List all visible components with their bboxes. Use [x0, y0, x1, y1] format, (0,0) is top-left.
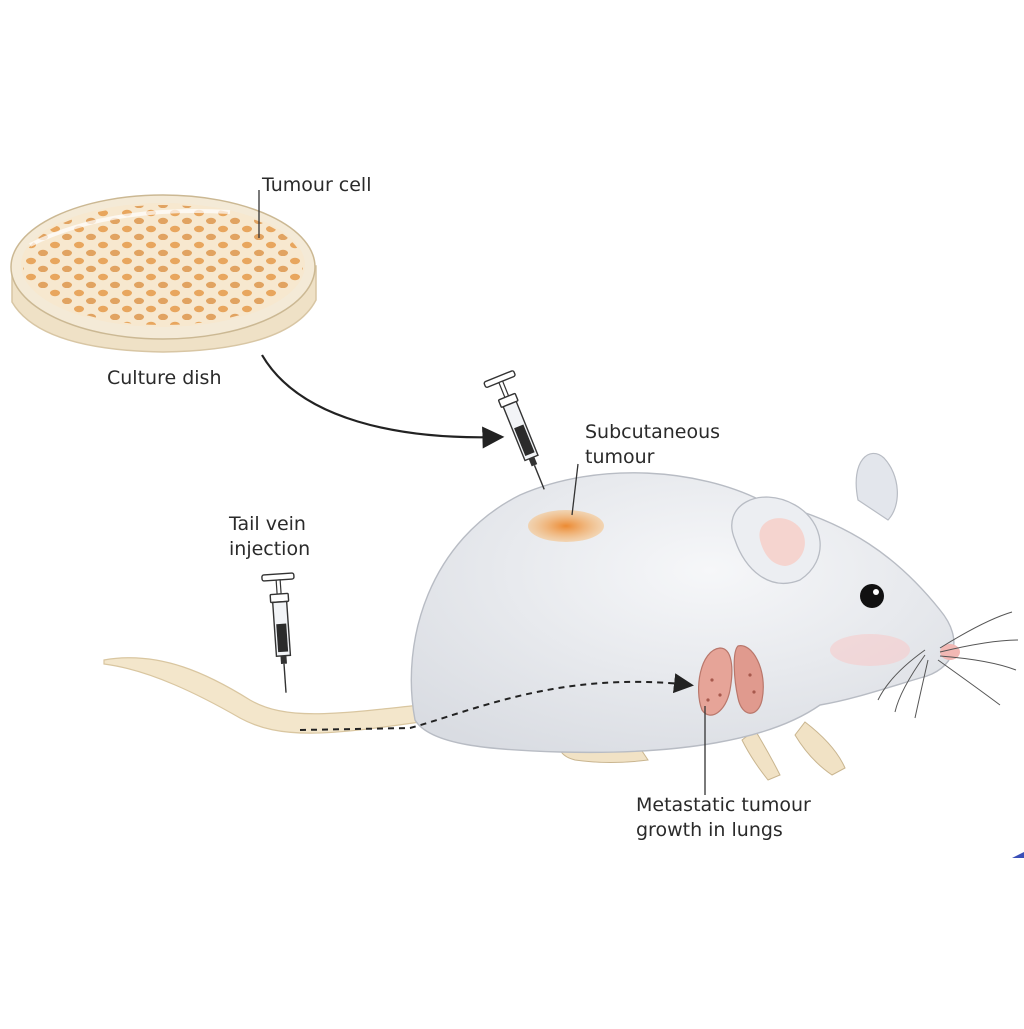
tail-vein-label-line1: Tail vein: [229, 513, 306, 535]
subcutaneous-tumour: [528, 510, 604, 542]
subcutaneous-pointer: [571, 463, 579, 516]
edge-mark: [1012, 852, 1024, 858]
metastatic-label-line2: growth in lungs: [636, 819, 783, 841]
culture-dish-label: Culture dish: [107, 367, 222, 389]
lungs: [697, 645, 764, 716]
syringe-tail-vein: [261, 572, 295, 693]
mouse: [410, 452, 960, 781]
mouse-tail: [103, 657, 421, 734]
syringe-subcutaneous: [483, 370, 545, 490]
culture-dish: [10, 194, 317, 353]
whiskers: [877, 611, 1019, 719]
subcutaneous-label-line1: Subcutaneous: [585, 421, 721, 443]
transfer-arrow: [261, 354, 505, 449]
tail-vein-label-line2: injection: [229, 538, 311, 560]
tumour-cell-label: Tumour cell: [262, 174, 372, 196]
metastatic-label-line1: Metastatic tumour: [636, 794, 811, 816]
subcutaneous-label-line2: tumour: [585, 446, 655, 468]
circulation-path: [299, 673, 694, 731]
